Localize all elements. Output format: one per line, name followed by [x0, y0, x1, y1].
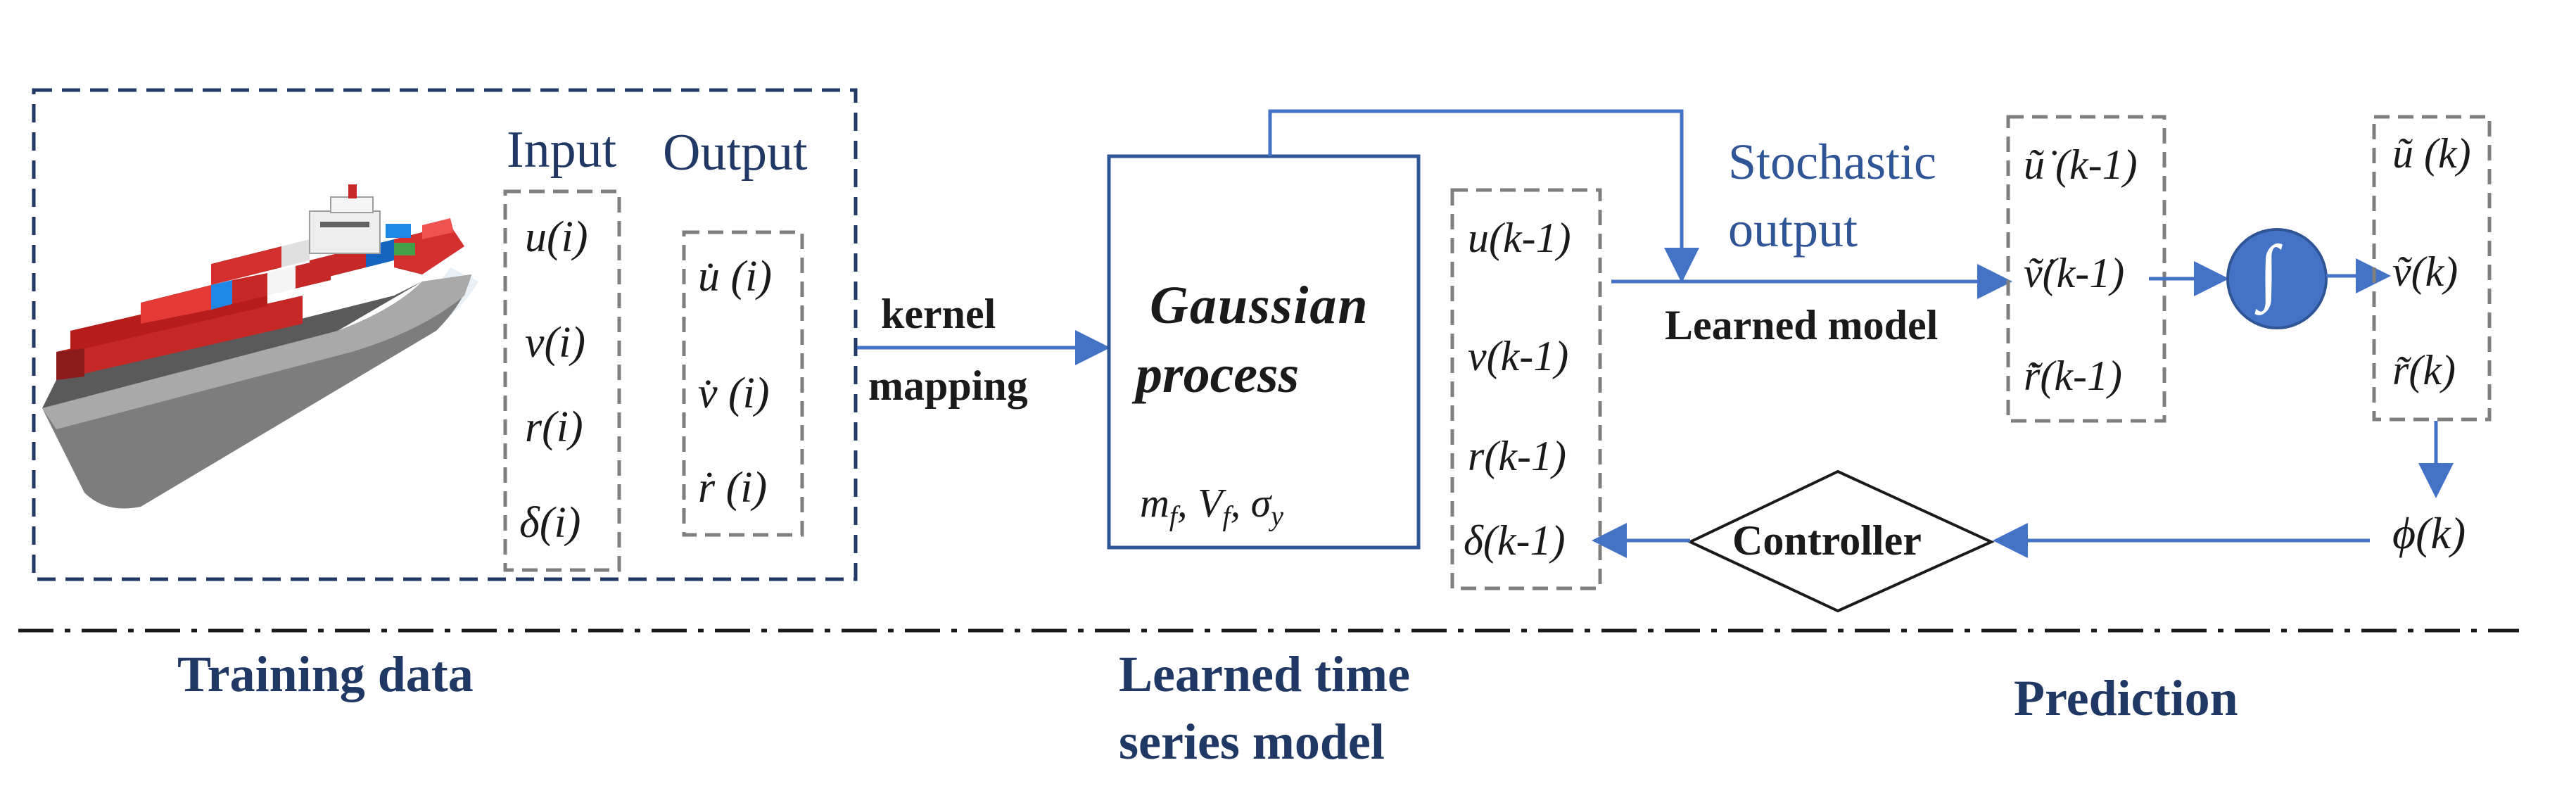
integrator-symbol: ∫ — [2259, 231, 2279, 312]
output-variables-box — [682, 230, 804, 537]
controller-diamond — [1687, 469, 1995, 613]
output-v-dot: v̇ (i) — [698, 369, 770, 417]
gp-title-line1: Gaussian — [1150, 276, 1369, 335]
state-v: ṽ(k) — [2392, 248, 2458, 295]
stochastic-label-1: Stochastic — [1728, 134, 1936, 190]
state-u: ũ (k) — [2392, 130, 2471, 177]
stochastic-u-dot: ũ̇ (k-1) — [2024, 141, 2138, 188]
lagged-delta: δ(k-1) — [1464, 517, 1566, 564]
input-u: u(i) — [525, 213, 588, 261]
prediction-caption: Prediction — [2014, 670, 2238, 726]
phi-label: ϕ(k) — [2392, 508, 2466, 558]
output-r-dot: ṙ (i) — [698, 464, 768, 512]
stochastic-outputs-box — [2006, 115, 2166, 423]
state-r: r̃(k) — [2392, 347, 2456, 393]
input-delta: δ(i) — [519, 499, 581, 547]
learned-time-caption-1: Learned time — [1119, 646, 1410, 702]
stochastic-v-dot: ṽ̇(k-1) — [2024, 250, 2125, 296]
states-box — [2372, 115, 2492, 422]
kernel-label: kernel — [881, 291, 996, 337]
output-u-dot: u̇ (i) — [698, 253, 773, 301]
training-data-box — [32, 88, 858, 581]
lagged-v: v(k-1) — [1468, 333, 1569, 379]
lagged-r: r(k-1) — [1468, 433, 1566, 479]
integrator-node — [2226, 228, 2328, 329]
learned-time-caption-2: series model — [1119, 714, 1385, 770]
input-r: r(i) — [525, 403, 583, 451]
stochastic-r-dot: r̃̇(k-1) — [2024, 353, 2122, 399]
feedback-connector — [1268, 109, 1699, 283]
mapping-label: mapping — [868, 362, 1028, 409]
input-v: v(i) — [525, 319, 586, 367]
gp-title-line2: process — [1136, 345, 1300, 404]
training-data-caption: Training data — [177, 646, 474, 702]
controller-label: Controller — [1732, 517, 1922, 564]
stochastic-label-2: output — [1728, 201, 1858, 258]
gaussian-process-box — [1107, 154, 1421, 550]
learned-model-label: Learned model — [1665, 302, 1939, 348]
container-ship-image — [42, 184, 478, 509]
gp-params: mf, Vf, σy — [1140, 480, 1283, 532]
lagged-inputs-box — [1450, 188, 1602, 590]
input-variables-box — [503, 189, 621, 572]
lagged-u: u(k-1) — [1468, 215, 1571, 261]
output-header: Output — [663, 124, 808, 182]
input-header: Input — [507, 121, 617, 179]
